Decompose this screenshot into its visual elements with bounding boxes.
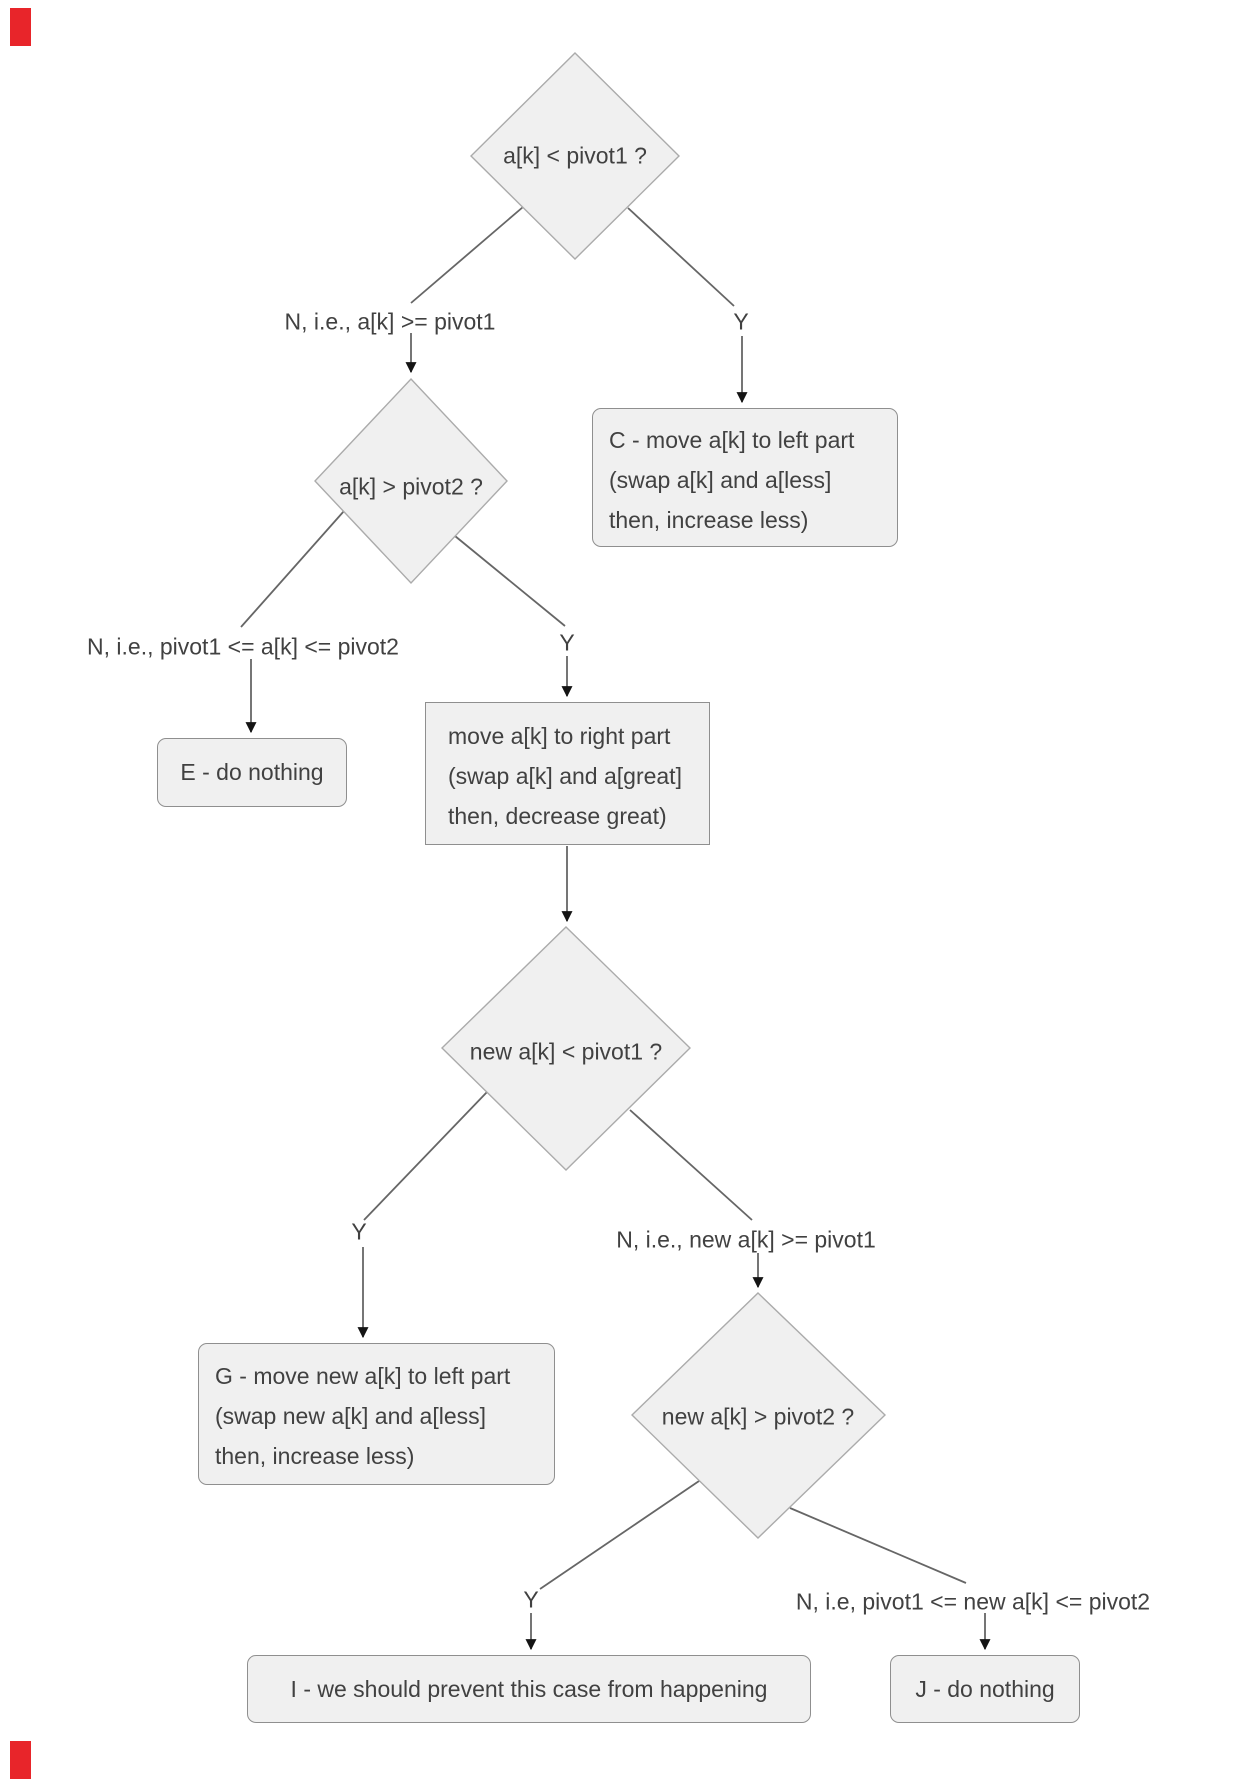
branch-label-d2-no: N, i.e., pivot1 <= a[k] <= pivot2 [87,633,399,660]
decision-label-d4: new a[k] > pivot2 ? [661,1403,855,1430]
action-node-c-line2: (swap a[k] and a[less] [609,466,832,493]
action-node-g-line2: (swap new a[k] and a[less] [215,1403,487,1429]
decision-label-d3: new a[k] < pivot1 ? [469,1038,663,1065]
branch-label-d1-yes: Y [733,308,749,335]
action-node-move-right-line2: (swap a[k] and a[great] [448,762,682,789]
action-node-move-right-line3: then, decrease great) [448,802,667,829]
branch-label-d4-yes: Y [523,1586,539,1613]
action-node-j[interactable]: J - do nothing [890,1655,1080,1723]
decision-node-d1-shape[interactable] [470,52,680,260]
decision-node-d2-shape[interactable] [314,377,508,585]
action-node-g[interactable]: G - move new a[k] to left part (swap new… [198,1343,555,1485]
action-node-c-line3: then, increase less) [609,506,809,533]
connector-d1-no [410,206,524,304]
viewport-marker-bottom [10,1741,31,1779]
branch-label-d3-no: N, i.e., new a[k] >= pivot1 [616,1226,876,1253]
action-node-e[interactable]: E - do nothing [157,738,347,807]
connector-d2-no [240,510,345,628]
action-node-c[interactable]: C - move a[k] to left part (swap a[k] an… [592,408,898,547]
action-node-i-label: I - we should prevent this case from hap… [290,1675,768,1702]
connector-d1-yes [627,207,735,307]
decision-label-d2: a[k] > pivot2 ? [339,473,483,500]
action-node-g-line3: then, increase less) [215,1443,415,1469]
action-node-j-label: J - do nothing [915,1675,1055,1702]
decision-label-d1: a[k] < pivot1 ? [503,142,647,169]
connector-d3-no [629,1109,753,1221]
decision-node-d3-shape[interactable] [440,926,692,1171]
branch-label-d1-no: N, i.e., a[k] >= pivot1 [284,308,496,335]
action-node-e-label: E - do nothing [180,759,324,785]
branch-label-d3-yes: Y [351,1218,367,1245]
connector-d4-no [789,1507,967,1584]
connector-d4-yes [539,1478,703,1590]
action-node-i[interactable]: I - we should prevent this case from hap… [247,1655,811,1723]
action-node-move-right[interactable]: move a[k] to right part (swap a[k] and a… [425,702,710,845]
connector-d3-yes [363,1091,488,1221]
branch-label-d2-yes: Y [559,629,575,656]
decision-node-d4-shape[interactable] [630,1292,887,1539]
viewport-marker-top [10,8,31,46]
action-node-move-right-line1: move a[k] to right part [448,722,671,749]
action-node-c-line1: C - move a[k] to left part [609,426,855,453]
connector-d2-yes [454,535,566,627]
action-node-g-line1: G - move new a[k] to left part [215,1363,511,1389]
branch-label-d4-no: N, i.e, pivot1 <= new a[k] <= pivot2 [795,1588,1151,1615]
